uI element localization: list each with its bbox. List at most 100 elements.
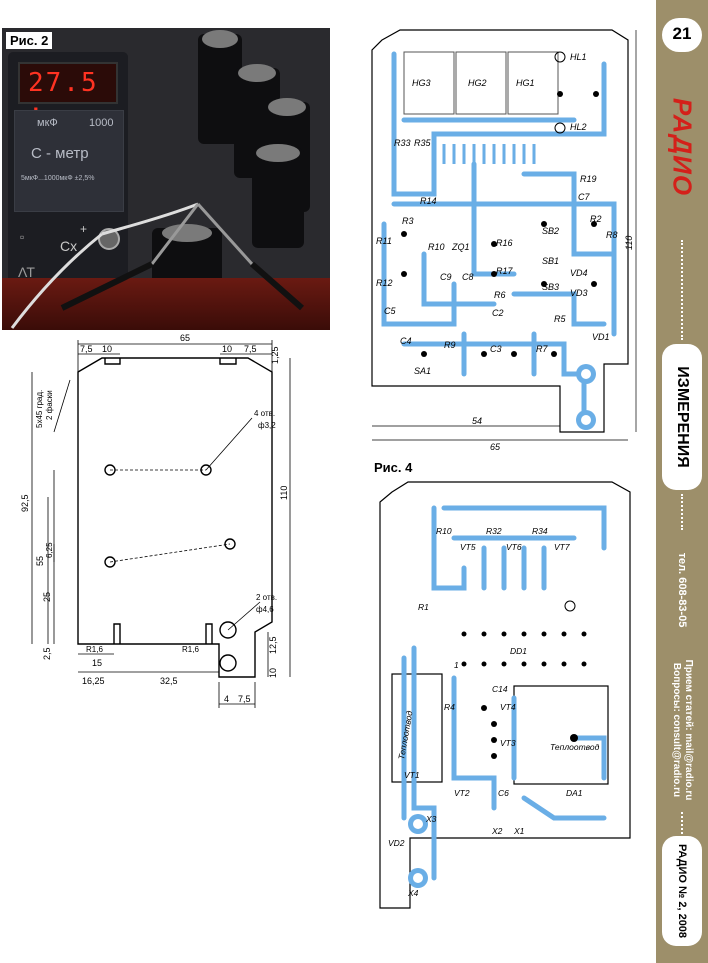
label-R10: R10 <box>428 242 445 252</box>
label-R11: R11 <box>376 236 392 246</box>
label-DD1: DD1 <box>510 646 527 656</box>
section-title: ИЗМЕРЕНИЯ <box>674 366 691 468</box>
fig3-drawing: 65 7,5 10 10 7,5 1,25 5х45 град. 2 фаски… <box>20 333 291 708</box>
email-block: Прием статей: mail@radio.ru Вопросы: con… <box>656 650 708 810</box>
dim-7-5: 7,5 <box>80 344 93 354</box>
label-HL2: HL2 <box>570 122 587 132</box>
divider-dots <box>681 812 685 834</box>
issue-badge: РАДИО № 2, 2008 <box>662 836 702 946</box>
meter-display: 27.5 : <box>18 62 118 128</box>
label-R4: R4 <box>444 702 455 712</box>
page-number: 21 <box>672 24 692 43</box>
holes-4-note: 4 отв. <box>254 409 275 418</box>
label-HG2: HG2 <box>468 78 487 88</box>
label-VT4: VT4 <box>500 702 516 712</box>
input-label: Cx <box>60 238 78 254</box>
label-X1: X1 <box>513 826 525 836</box>
label-C9: C9 <box>440 272 452 282</box>
divider-dots <box>681 494 685 530</box>
label-R2: R2 <box>590 214 602 224</box>
meter-brand: ΛΤ <box>18 264 35 280</box>
label-R9: R9 <box>444 340 456 350</box>
label-VT6: VT6 <box>506 542 522 552</box>
label-ZQ1: ZQ1 <box>451 242 470 252</box>
section-badge: ИЗМЕРЕНИЯ <box>662 344 702 490</box>
input-plus: + <box>80 222 88 236</box>
radius-left: R1,6 <box>86 645 103 654</box>
dim-10: 10 <box>102 344 112 354</box>
label-C14: C14 <box>492 684 508 694</box>
dim-65: 65 <box>490 442 501 452</box>
label-DA1: DA1 <box>566 788 583 798</box>
dim-15: 15 <box>92 658 102 668</box>
panel-title: С - метр <box>31 145 89 162</box>
issue-text: РАДИО № 2, 2008 <box>676 843 688 939</box>
dim-1-25: 1,25 <box>270 346 280 364</box>
meter-panel: мкФ 1000 С - метр 5мкФ...1000мкФ ±2,5% <box>14 110 124 212</box>
dim-65: 65 <box>180 333 190 343</box>
dim-6-25: 6,25 <box>45 542 54 558</box>
dim-55: 55 <box>35 556 45 566</box>
label-C3: C3 <box>490 344 502 354</box>
radio-logo-text: РАДИО <box>667 97 698 197</box>
label-R32: R32 <box>486 526 502 536</box>
label-R8: R8 <box>606 230 618 240</box>
dim-110: 110 <box>624 236 634 250</box>
dim-7-5-b: 7,5 <box>238 694 251 704</box>
phone-text: тел. 608-83-05 <box>676 552 688 628</box>
label-VT3: VT3 <box>500 738 516 748</box>
label-VD2: VD2 <box>388 838 405 848</box>
dim-92-5: 92,5 <box>20 494 30 512</box>
label-VD1: VD1 <box>592 332 610 342</box>
email-articles: Прием статей: mail@radio.ru <box>683 659 694 801</box>
panel-caption: 5мкФ...1000мкФ ±2,5% <box>21 175 95 182</box>
dim-54: 54 <box>472 416 482 426</box>
label-C6: C6 <box>498 788 509 798</box>
label-R10: R10 <box>436 526 452 536</box>
label-C8: C8 <box>462 272 474 282</box>
capacitor <box>252 148 304 248</box>
label-X3: X3 <box>425 814 437 824</box>
label-SB1: SB1 <box>542 256 559 266</box>
dim-10: 10 <box>222 344 232 354</box>
dim-25: 25 <box>42 592 52 602</box>
chamfer-note-2: 2 фаски <box>45 390 54 420</box>
label-SB3: SB3 <box>542 282 559 292</box>
label-VT2: VT2 <box>454 788 470 798</box>
label-R1: R1 <box>418 602 429 612</box>
label-SB2: SB2 <box>542 226 559 236</box>
label-HG1: HG1 <box>516 78 535 88</box>
fig4-label: Рис. 4 <box>374 460 413 475</box>
label-R3: R3 <box>402 216 414 226</box>
label-C5: C5 <box>384 306 396 316</box>
switch-icon: ▫ <box>20 230 25 244</box>
label-R35: R35 <box>414 138 432 148</box>
dim-12-5: 12,5 <box>268 636 278 654</box>
label-C4: C4 <box>400 336 412 346</box>
label-VD4: VD4 <box>570 268 588 278</box>
label-VD3: VD3 <box>570 288 588 298</box>
label-R33: R33 <box>394 138 411 148</box>
test-leads <box>10 202 304 329</box>
fig2-photo: Рис. 2 27.5 : мкФ 1000 С - метр 5мкФ...1… <box>2 28 330 330</box>
label-R16: R16 <box>496 238 513 248</box>
holes-2-note: 2 отв. <box>256 593 277 602</box>
dim-16-25: 16,25 <box>82 676 105 686</box>
label-R5: R5 <box>554 314 566 324</box>
label-R7: R7 <box>536 344 548 354</box>
label-R6: R6 <box>494 290 506 300</box>
label-VT5: VT5 <box>460 542 476 552</box>
label-pin-1: 1 <box>454 660 459 670</box>
divider-dots <box>681 240 685 340</box>
label-R12: R12 <box>376 278 393 288</box>
email-questions: Вопросы: consult@radio.ru <box>671 662 682 798</box>
label-X4: X4 <box>407 888 419 898</box>
dim-2-5: 2,5 <box>42 647 52 660</box>
label-heatsink-2: Теплоотвод <box>550 742 600 752</box>
holes-4-diameter: ф3,2 <box>258 421 276 430</box>
label-R19: R19 <box>580 174 597 184</box>
dim-32-5: 32,5 <box>160 676 178 686</box>
dim-4: 4 <box>224 694 229 704</box>
label-C7: C7 <box>578 192 590 202</box>
dim-110: 110 <box>279 486 289 500</box>
